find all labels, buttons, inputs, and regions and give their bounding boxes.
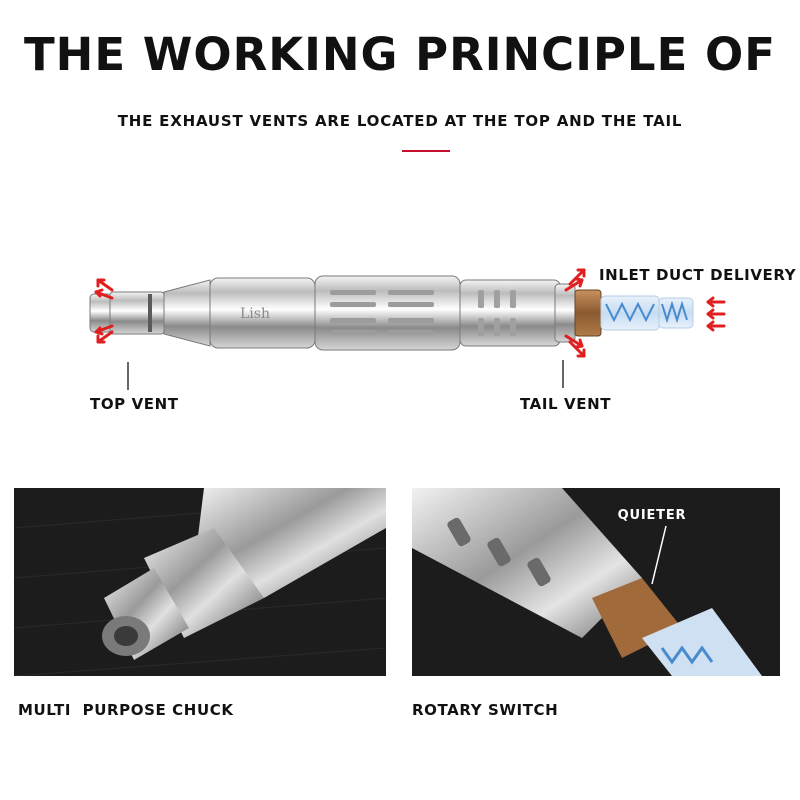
tail-vent-label: TAIL VENT [520,395,612,413]
brand-engraving: Lish [240,306,270,322]
tool-neck [163,279,211,347]
switch-slots [478,290,516,336]
page-subtitle: THE EXHAUST VENTS ARE LOCATED AT THE TOP… [117,112,683,130]
muffler [574,289,602,337]
chuck-photo [14,488,386,676]
air-grinder-pen-illustration: Lish [89,268,726,390]
grip-slots [330,290,434,335]
tail-vent-arrows [564,268,586,358]
page-title: THE WORKING PRINCIPLE OF [23,28,777,81]
inlet-duct-label: INLET DUCT DELIVERY [599,266,797,284]
inlet-arrows [706,296,726,332]
chuck-caption: MULTI PURPOSE CHUCK [18,701,234,719]
rotary-switch-caption: ROTARY SWITCH [412,701,559,719]
quieter-label: QUIETER [617,508,687,523]
air-hose [600,295,694,331]
top-vent-arrows [94,278,114,344]
tool-diagram: Lish [0,240,800,430]
tool-body: Lish [209,275,576,351]
top-vent-label: TOP VENT [90,395,179,413]
accent-rule [402,150,450,152]
rotary-switch-photo: QUIETER [412,488,780,676]
airflow-arrows [94,268,726,358]
